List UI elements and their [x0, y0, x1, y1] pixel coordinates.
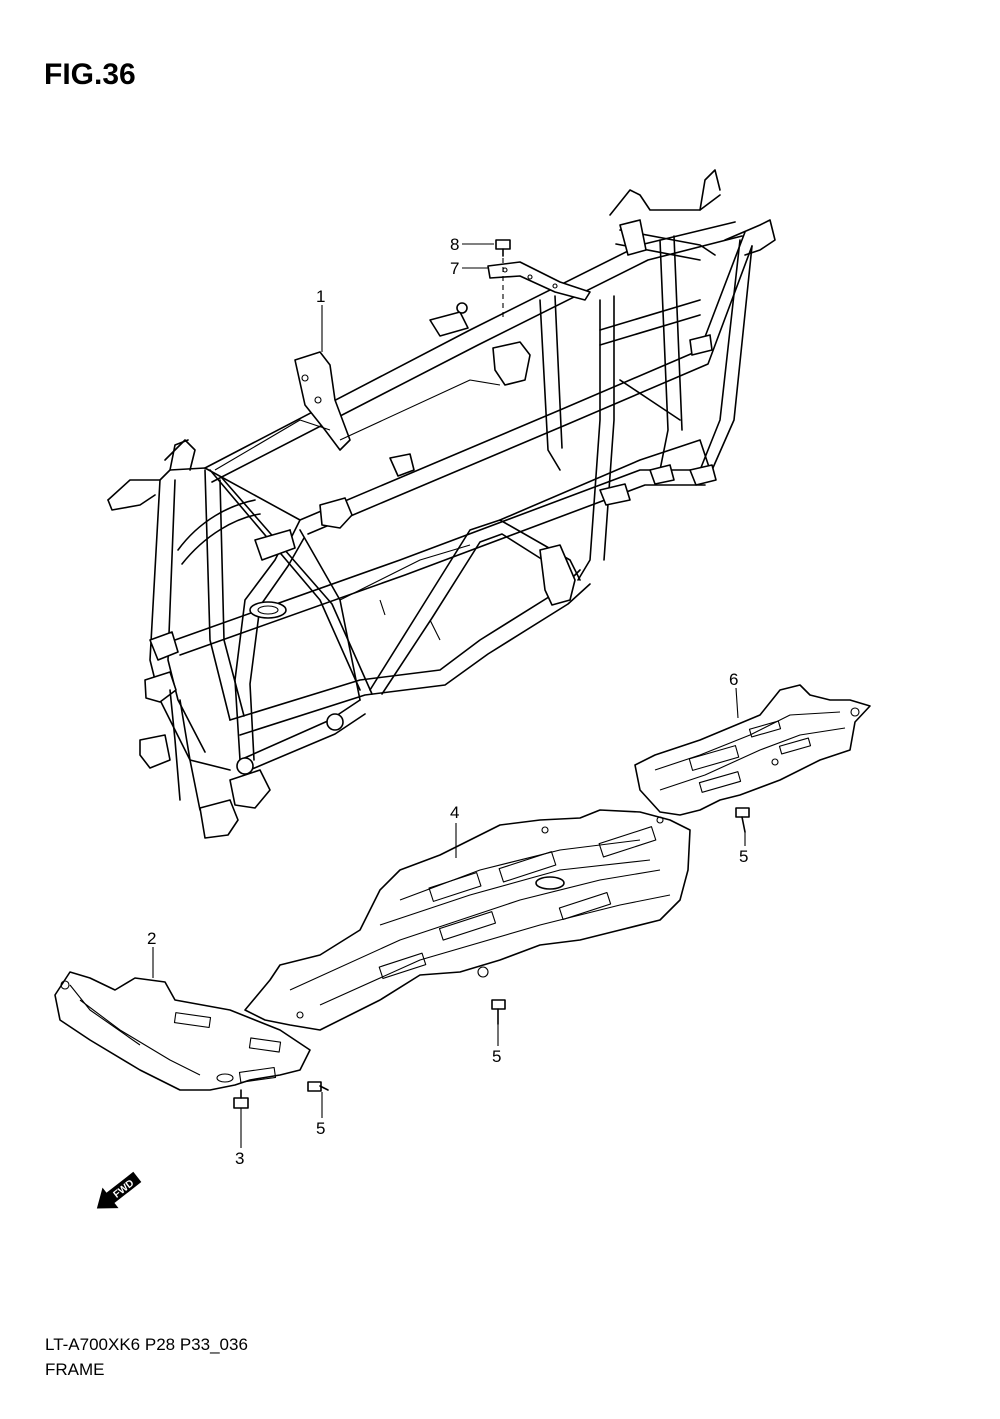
section-name: FRAME — [45, 1360, 105, 1379]
part-bracket-7[interactable] — [487, 261, 591, 301]
callout-6: 6 — [729, 670, 738, 689]
leader-lines — [152, 243, 746, 1148]
part-front-skid-plate[interactable] — [54, 971, 311, 1091]
callout-5-upper: 5 — [739, 847, 748, 866]
callout-8: 8 — [450, 235, 459, 254]
part-frame[interactable] — [107, 169, 776, 839]
callout-2: 2 — [147, 929, 156, 948]
part-bolt-5-upper[interactable] — [735, 807, 750, 833]
model-code: LT-A700XK6 P28 P33_036 — [45, 1335, 248, 1354]
part-nut-3[interactable] — [233, 1089, 249, 1109]
callout-5-lower: 5 — [316, 1119, 325, 1138]
part-bolt-5-center[interactable] — [491, 999, 506, 1025]
callout-1: 1 — [316, 287, 325, 306]
figure-title: FIG.36 — [44, 58, 136, 91]
callout-3: 3 — [235, 1149, 244, 1168]
forward-direction-arrow: FWD — [96, 1171, 142, 1209]
callout-5-center: 5 — [492, 1047, 501, 1066]
callout-4: 4 — [450, 803, 459, 822]
part-center-skid-plate[interactable] — [244, 809, 691, 1031]
callout-7: 7 — [450, 259, 459, 278]
part-bolt-5-lower[interactable] — [307, 1081, 329, 1092]
part-bolt-8[interactable] — [495, 239, 511, 257]
part-rear-skid-plate[interactable] — [634, 684, 871, 816]
